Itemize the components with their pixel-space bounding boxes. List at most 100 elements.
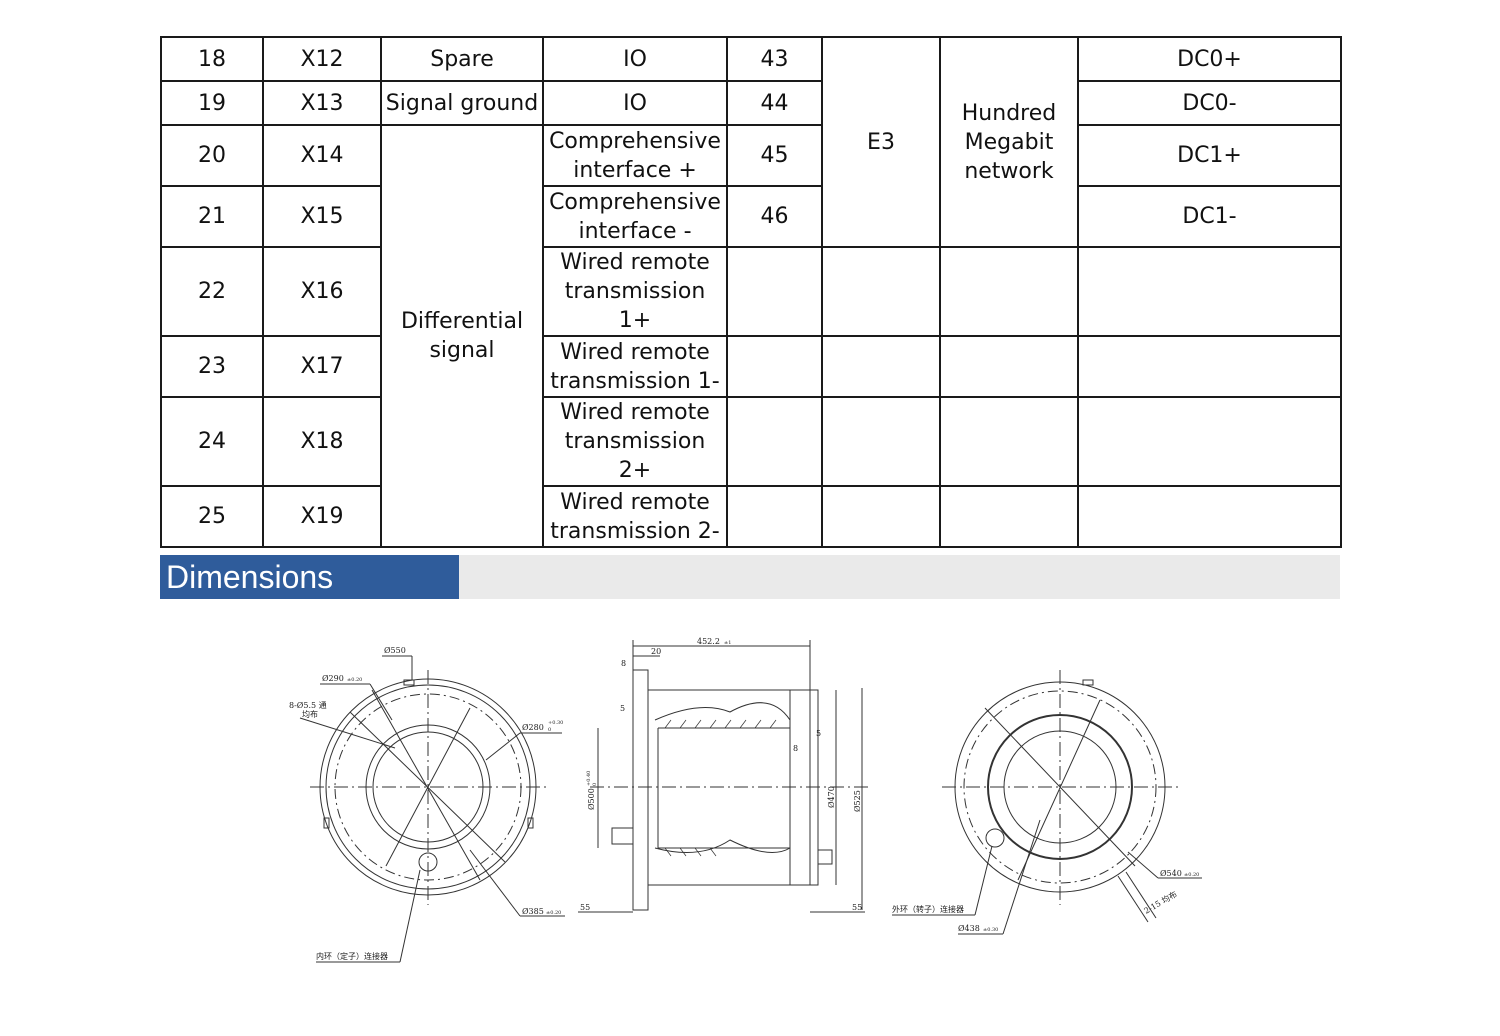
leader-line bbox=[369, 683, 393, 721]
table-row: 20 X14 Differential signal Comprehensive… bbox=[160, 124, 1342, 548]
table-row: 21 X15 Comprehensive interface - 46 DC1- bbox=[160, 185, 1342, 248]
notch bbox=[323, 817, 330, 829]
pin-label: X16 bbox=[262, 246, 382, 337]
dim-d500: Ø500 bbox=[587, 788, 596, 810]
pin-label: X13 bbox=[262, 80, 382, 126]
housing-curve bbox=[654, 839, 791, 853]
pin-number: 18 bbox=[160, 36, 264, 82]
dc-signal: DC0+ bbox=[1077, 36, 1342, 82]
group-code: E3 bbox=[821, 36, 941, 248]
pin-type: Wired remote transmission 1+ bbox=[542, 246, 728, 337]
dim-8b: 8 bbox=[793, 744, 798, 753]
pin-label: X19 bbox=[262, 485, 382, 548]
dim-20: 20 bbox=[651, 647, 661, 656]
pin-label: X17 bbox=[262, 335, 382, 398]
pin-label: X15 bbox=[262, 185, 382, 248]
dim-d540-tol: ±0.20 bbox=[1184, 872, 1199, 878]
dim-55a: 55 bbox=[580, 903, 590, 912]
leader-line bbox=[485, 732, 521, 761]
leader-line bbox=[469, 849, 521, 917]
table-row: 25 X19 Wired remote transmission 2- bbox=[160, 485, 1342, 548]
pin-type: Comprehensive interface + bbox=[542, 124, 728, 187]
dc-signal bbox=[1077, 396, 1342, 487]
notch bbox=[527, 817, 534, 829]
empty-cell bbox=[821, 485, 941, 548]
left-flange bbox=[632, 669, 649, 911]
leader-line bbox=[1125, 871, 1157, 919]
pin-number-2 bbox=[726, 246, 823, 337]
stator-connector bbox=[611, 827, 634, 845]
diameter-line bbox=[371, 689, 481, 881]
dim-length-tol: ±1 bbox=[724, 640, 731, 646]
side-view: 452.2 ±1 20 8 5 5 8 Ø500 +0.40 0 Ø470 Ø5… bbox=[578, 637, 870, 913]
leader-line bbox=[974, 845, 993, 916]
pin-type: IO bbox=[542, 36, 728, 82]
dim-d438: Ø438 bbox=[958, 924, 980, 933]
pin-type: Wired remote transmission 1- bbox=[542, 335, 728, 398]
group-name: Hundred Megabit network bbox=[939, 36, 1079, 248]
pin-number-2: 44 bbox=[726, 80, 823, 126]
pin-number-2 bbox=[726, 396, 823, 487]
dim-d500-tol-up: +0.40 bbox=[586, 771, 592, 786]
leader-line bbox=[299, 717, 396, 749]
dim-8a: 8 bbox=[621, 659, 626, 668]
empty-cell bbox=[821, 246, 941, 337]
table-row: 18 X12 Spare IO 43 E3 Hundred Megabit ne… bbox=[160, 36, 1342, 248]
dim-holes-2: 均布 bbox=[302, 709, 318, 719]
connector-hole bbox=[985, 828, 1005, 848]
pin-function: Spare bbox=[380, 36, 544, 82]
notch bbox=[1082, 679, 1094, 686]
connector-label: 内环（定子）连接器 bbox=[316, 951, 388, 961]
dim-d280: Ø280 bbox=[522, 723, 544, 732]
hatching bbox=[664, 719, 777, 857]
dimension-drawing: Ø550 Ø290 ±0.20 8-Ø5.5 通 均布 Ø280 +0.30 0… bbox=[289, 637, 1202, 963]
leader-line bbox=[399, 869, 421, 963]
pin-label: X14 bbox=[262, 124, 382, 187]
rotor-connector bbox=[817, 849, 833, 865]
pin-function: Signal ground bbox=[380, 80, 544, 126]
dim-d280-tol-dn: 0 bbox=[548, 727, 551, 733]
dc-signal: DC1+ bbox=[1077, 124, 1342, 187]
pin-number: 21 bbox=[160, 185, 264, 248]
table-row: 23 X17 Wired remote transmission 1- bbox=[160, 335, 1342, 398]
dim-d500-tol-dn: 0 bbox=[592, 783, 598, 786]
leader-line bbox=[1127, 851, 1159, 879]
dim-d550: Ø550 bbox=[384, 646, 406, 655]
leader-line bbox=[1117, 875, 1149, 923]
dim-d525: Ø525 bbox=[853, 790, 862, 812]
pin-label: X18 bbox=[262, 396, 382, 487]
pin-number: 20 bbox=[160, 124, 264, 187]
dim-d290: Ø290 bbox=[322, 674, 344, 683]
pin-number: 24 bbox=[160, 396, 264, 487]
pin-number-2: 43 bbox=[726, 36, 823, 82]
dim-holes: 2-15 均布 bbox=[1142, 889, 1179, 916]
housing-curve bbox=[654, 702, 791, 721]
dim-holes: 8-Ø5.5 通 bbox=[289, 700, 327, 710]
dc-signal bbox=[1077, 335, 1342, 398]
table-row: 22 X16 Wired remote transmission 1+ bbox=[160, 246, 1342, 337]
pin-label: X12 bbox=[262, 36, 382, 82]
pin-function: Differential signal bbox=[380, 124, 544, 548]
pin-number-2 bbox=[726, 485, 823, 548]
empty-cell bbox=[939, 246, 1079, 337]
table-row: 19 X13 Signal ground IO 44 DC0- bbox=[160, 80, 1342, 126]
connector-hole bbox=[418, 852, 438, 872]
pin-number-2: 46 bbox=[726, 185, 823, 248]
empty-cell bbox=[821, 396, 941, 487]
dim-55b: 55 bbox=[852, 903, 862, 912]
pin-number: 22 bbox=[160, 246, 264, 337]
dim-d470: Ø470 bbox=[827, 786, 836, 808]
notch bbox=[403, 679, 415, 686]
dc-signal: DC1- bbox=[1077, 185, 1342, 248]
dc-signal bbox=[1077, 246, 1342, 337]
pin-type: Comprehensive interface - bbox=[542, 185, 728, 248]
section-title: Dimensions bbox=[160, 555, 459, 599]
rear-view: 外环（转子）连接器 Ø438 ±0.30 Ø540 ±0.20 2-15 均布 bbox=[892, 670, 1202, 935]
pin-assignment-table: 18 X12 Spare IO 43 E3 Hundred Megabit ne… bbox=[160, 36, 1342, 548]
dim-d385-tol: ±0.20 bbox=[546, 910, 561, 916]
pin-number-2 bbox=[726, 335, 823, 398]
dim-d540: Ø540 bbox=[1160, 869, 1182, 878]
pin-type: IO bbox=[542, 80, 728, 126]
empty-cell bbox=[939, 485, 1079, 548]
dim-d290-tol: ±0.20 bbox=[347, 677, 362, 683]
